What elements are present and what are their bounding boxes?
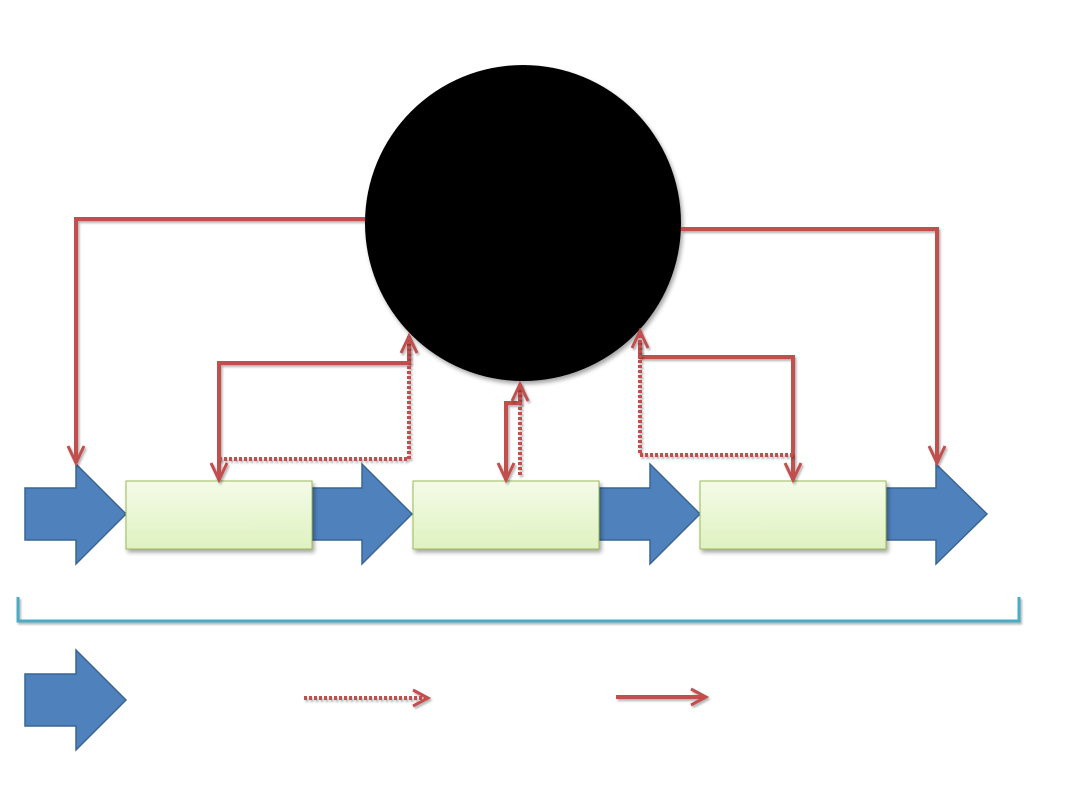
legend-item-block-arrow bbox=[24, 648, 128, 752]
process-box-2 bbox=[412, 480, 600, 550]
process-box-3 bbox=[699, 480, 887, 550]
solid-connector-right-outer bbox=[681, 227, 947, 467]
legend-block-arrow-icon bbox=[24, 648, 128, 752]
process-steps bbox=[125, 480, 887, 550]
legend bbox=[24, 648, 710, 752]
flow-arrows bbox=[24, 462, 989, 566]
process-box-1 bbox=[125, 480, 313, 550]
process-step-2 bbox=[412, 480, 600, 550]
legend-dotted-arrow-icon bbox=[304, 688, 432, 708]
dotted-connector-left bbox=[219, 332, 419, 461]
dotted-connector-middle bbox=[510, 380, 530, 475]
flow-arrow-input bbox=[24, 462, 128, 566]
legend-item-dotted-arrow bbox=[304, 688, 432, 708]
central-circle bbox=[365, 65, 681, 381]
solid-connector-right-inner bbox=[638, 340, 803, 484]
dotted-connector-right bbox=[630, 327, 793, 457]
legend-solid-arrow-icon bbox=[616, 687, 710, 707]
solid-connectors bbox=[66, 217, 947, 484]
scope-bracket bbox=[16, 597, 1021, 623]
process-step-1 bbox=[125, 480, 313, 550]
dotted-connectors bbox=[219, 327, 793, 475]
solid-connector-middle bbox=[496, 384, 522, 484]
process-step-3 bbox=[699, 480, 887, 550]
bracket-line bbox=[16, 597, 1021, 623]
solid-connector-left-outer bbox=[66, 217, 365, 467]
flow-arrow-1 bbox=[311, 462, 414, 566]
legend-item-solid-arrow bbox=[616, 687, 710, 707]
central-node bbox=[365, 65, 681, 381]
flow-arrow-2 bbox=[598, 462, 702, 566]
flow-arrow-output bbox=[885, 462, 989, 566]
